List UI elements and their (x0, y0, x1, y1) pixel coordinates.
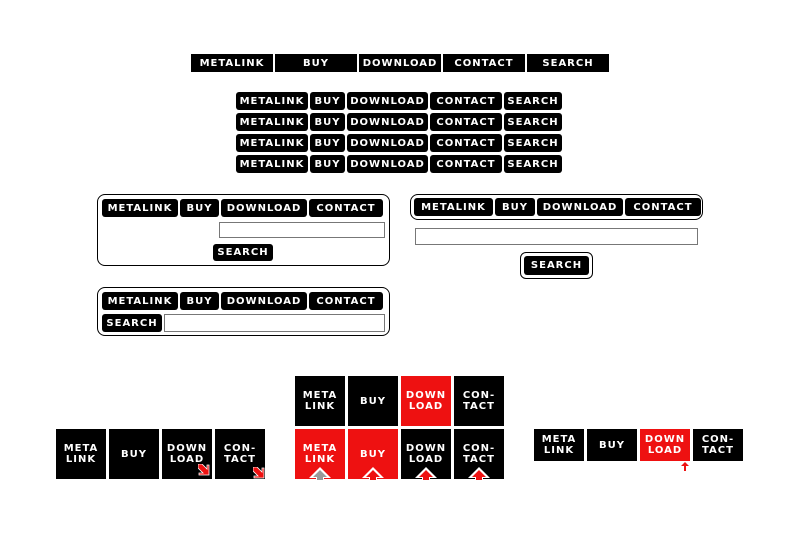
tile-contact[interactable]: CON- TACT (693, 429, 743, 461)
nav-item-contact[interactable]: CONTACT (309, 199, 383, 217)
nav-item-buy[interactable]: BUY (275, 54, 357, 72)
nav-item-search[interactable]: SEARCH (504, 155, 562, 173)
tile-contact[interactable]: CON- TACT (454, 376, 504, 426)
nav-item-search[interactable]: SEARCH (504, 92, 562, 110)
nav-item-download[interactable]: DOWNLOAD (221, 292, 307, 310)
nav-item-download[interactable]: DOWNLOAD (221, 199, 307, 217)
nav-item-download[interactable]: DOWNLOAD (537, 198, 623, 216)
search-button[interactable]: SEARCH (213, 244, 273, 261)
stacked-nav-1: METALINK BUY DOWNLOAD CONTACT SEARCH (236, 92, 562, 110)
nav-item-search[interactable]: SEARCH (527, 54, 609, 72)
corner-arrow-icon (253, 467, 265, 479)
nav-item-download[interactable]: DOWNLOAD (359, 54, 441, 72)
tile-buy-active[interactable]: BUY (348, 429, 398, 479)
stacked-nav-4: METALINK BUY DOWNLOAD CONTACT SEARCH (236, 155, 562, 173)
search-input[interactable] (219, 222, 385, 238)
nav-item-metalink[interactable]: METALINK (191, 54, 273, 72)
nav-item-contact[interactable]: CONTACT (430, 134, 502, 152)
nav-item-contact[interactable]: CONTACT (430, 92, 502, 110)
nav-item-contact[interactable]: CONTACT (625, 198, 701, 216)
nav-item-metalink[interactable]: METALINK (102, 199, 178, 217)
panel-nav-search-inline: METALINK BUY DOWNLOAD CONTACT SEARCH (97, 287, 390, 336)
nav-item-metalink[interactable]: METALINK (236, 134, 308, 152)
up-arrow-icon (468, 467, 490, 480)
nav-item-buy[interactable]: BUY (310, 92, 345, 110)
nav-item-search[interactable]: SEARCH (504, 134, 562, 152)
tile-download-active[interactable]: DOWN LOAD (640, 429, 690, 461)
nav-item-contact[interactable]: CONTACT (309, 292, 383, 310)
panel-nav: METALINK BUY DOWNLOAD CONTACT (414, 198, 701, 216)
up-arrow-icon (309, 467, 331, 480)
up-arrow-icon (681, 462, 689, 471)
corner-arrow-icon (198, 464, 210, 476)
nav-item-buy[interactable]: BUY (495, 198, 535, 216)
nav-item-download[interactable]: DOWNLOAD (347, 92, 428, 110)
stacked-nav-3: METALINK BUY DOWNLOAD CONTACT SEARCH (236, 134, 562, 152)
nav-item-download[interactable]: DOWNLOAD (347, 134, 428, 152)
nav-item-metalink[interactable]: METALINK (236, 92, 308, 110)
panel-nav: METALINK BUY DOWNLOAD CONTACT (102, 199, 383, 217)
nav-item-buy[interactable]: BUY (180, 292, 219, 310)
nav-item-buy[interactable]: BUY (180, 199, 219, 217)
tile-metalink-active[interactable]: META LINK (295, 429, 345, 479)
nav-item-contact[interactable]: CONTACT (430, 155, 502, 173)
nav-item-contact[interactable]: CONTACT (430, 113, 502, 131)
search-input[interactable] (415, 228, 698, 245)
up-arrow-icon (362, 467, 384, 480)
nav-item-metalink[interactable]: METALINK (236, 155, 308, 173)
tile-metalink[interactable]: META LINK (56, 429, 106, 479)
nav-item-search[interactable]: SEARCH (504, 113, 562, 131)
search-button[interactable]: SEARCH (524, 256, 589, 275)
tile-buy[interactable]: BUY (587, 429, 637, 461)
top-nav-bar: METALINK BUY DOWNLOAD CONTACT SEARCH (191, 54, 609, 72)
tile-metalink[interactable]: META LINK (534, 429, 584, 461)
nav-item-download[interactable]: DOWNLOAD (347, 113, 428, 131)
nav-item-contact[interactable]: CONTACT (443, 54, 525, 72)
nav-item-metalink[interactable]: METALINK (414, 198, 493, 216)
panel-nav-wide: METALINK BUY DOWNLOAD CONTACT (410, 194, 703, 220)
tile-metalink[interactable]: META LINK (295, 376, 345, 426)
tile-buy[interactable]: BUY (348, 376, 398, 426)
tile-buy[interactable]: BUY (109, 429, 159, 479)
nav-item-buy[interactable]: BUY (310, 134, 345, 152)
search-input[interactable] (164, 314, 385, 332)
up-arrow-icon (415, 467, 437, 480)
tile-download-active[interactable]: DOWN LOAD (401, 376, 451, 426)
stacked-nav-2: METALINK BUY DOWNLOAD CONTACT SEARCH (236, 113, 562, 131)
panel-nav: METALINK BUY DOWNLOAD CONTACT (102, 292, 383, 310)
nav-item-buy[interactable]: BUY (310, 113, 345, 131)
nav-item-buy[interactable]: BUY (310, 155, 345, 173)
nav-item-metalink[interactable]: METALINK (236, 113, 308, 131)
nav-item-download[interactable]: DOWNLOAD (347, 155, 428, 173)
search-button-ring (520, 252, 593, 279)
nav-item-metalink[interactable]: METALINK (102, 292, 178, 310)
search-button[interactable]: SEARCH (102, 314, 162, 332)
panel-nav-search-below: METALINK BUY DOWNLOAD CONTACT SEARCH (97, 194, 390, 266)
